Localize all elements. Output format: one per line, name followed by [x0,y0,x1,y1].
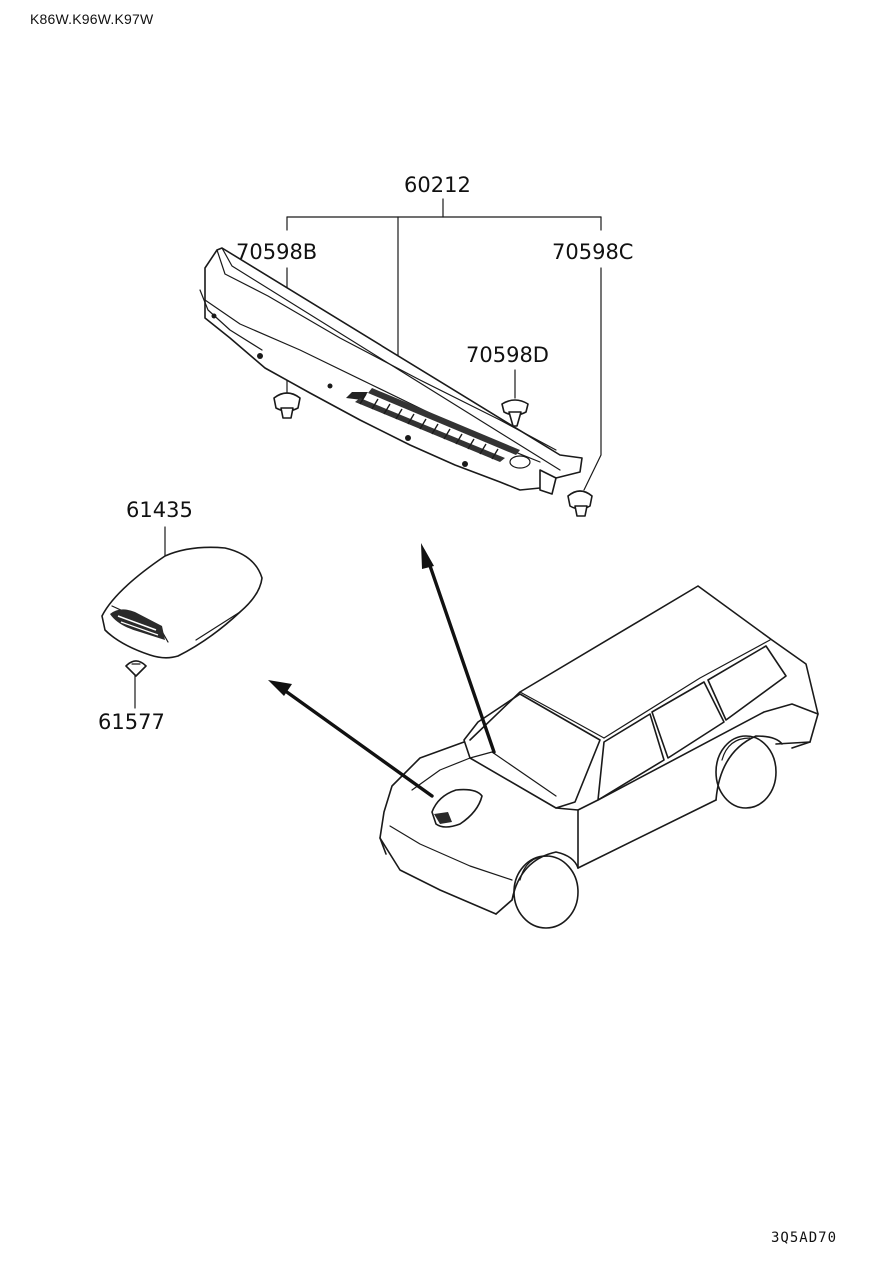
leader-70598c [583,267,602,491]
cowl-panel-part [199,247,583,495]
model-codes-label: K86W.K96W.K97W [30,11,154,27]
callout-61577: 61577 [98,710,165,734]
diagram-reference-code: 3Q5AD70 [771,1230,838,1246]
callout-60212: 60212 [404,173,471,197]
vehicle-outline [379,585,819,929]
cowl-vent-grille [346,388,520,462]
clip-70598d [501,399,529,427]
clip-70598b [273,392,301,419]
fastener-61577 [125,660,147,677]
hood-scoop-part [101,546,263,659]
callout-70598d: 70598D [466,343,549,367]
callout-61435: 61435 [126,498,193,522]
callout-70598b: 70598B [236,240,317,264]
callout-70598c: 70598C [552,240,633,264]
arrow-to-scoop [268,680,434,798]
clip-70598c [567,490,593,517]
arrow-to-cowl [421,543,496,754]
